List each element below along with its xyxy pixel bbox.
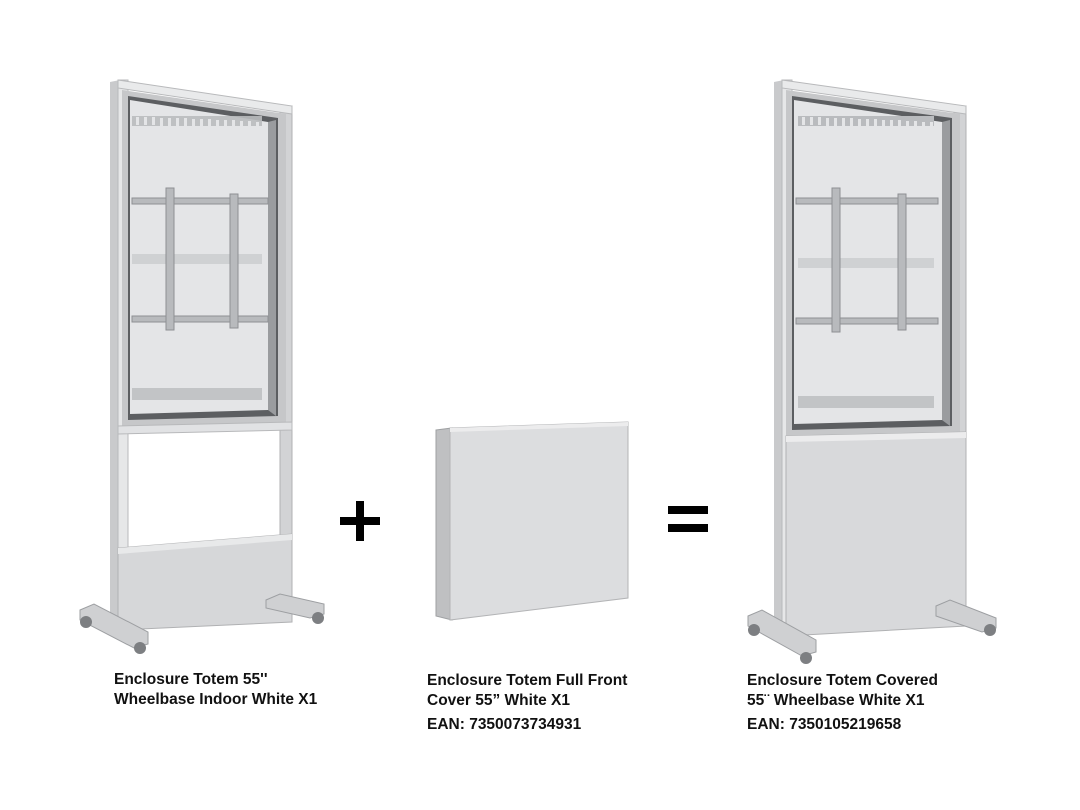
product-2-ean: EAN: 7350073734931 <box>427 716 582 733</box>
product-1-name-line1: Enclosure Totem 55'' <box>114 671 268 688</box>
product-3-name-line1: Enclosure Totem Covered <box>747 672 938 689</box>
totem-wheelbase-image <box>79 79 325 654</box>
product-1-name-line2: Wheelbase Indoor White X1 <box>114 691 318 708</box>
equals-operator <box>668 504 708 536</box>
totem-covered-image <box>747 79 997 664</box>
product-2-caption: Enclosure Totem Full Front Cover 55” Whi… <box>427 671 627 711</box>
plus-operator <box>340 500 382 542</box>
front-cover-panel-image <box>435 421 629 621</box>
product-3-ean: EAN: 7350105219658 <box>747 716 902 733</box>
product-2-name-line2: Cover 55” White X1 <box>427 692 570 709</box>
product-1-caption: Enclosure Totem 55'' Wheelbase Indoor Wh… <box>114 670 317 710</box>
product-3-name-line2: 55¨ Wheelbase White X1 <box>747 692 925 709</box>
product-2-name-line1: Enclosure Totem Full Front <box>427 672 628 689</box>
product-3-caption: Enclosure Totem Covered 55¨ Wheelbase Wh… <box>747 671 938 711</box>
